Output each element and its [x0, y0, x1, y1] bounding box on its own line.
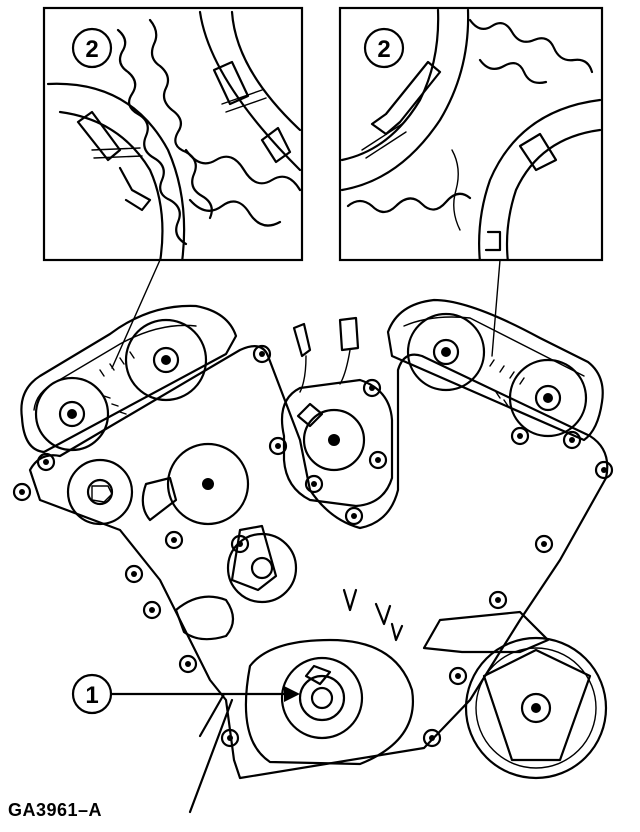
- inset-right-leader: [491, 259, 501, 357]
- inset-left: 2: [42, 6, 304, 262]
- crank-callout-label: 1: [85, 682, 98, 709]
- inset-right-callout: 2: [377, 36, 390, 63]
- inset-left-leader: [111, 259, 161, 369]
- figure-id: GA3961–A: [8, 800, 103, 820]
- inset-right: 2: [338, 6, 604, 262]
- inset-left-callout: 2: [85, 36, 98, 63]
- cover-bolts: [12, 344, 614, 748]
- crank-callout: 1: [71, 673, 300, 715]
- engine-front: [12, 298, 614, 814]
